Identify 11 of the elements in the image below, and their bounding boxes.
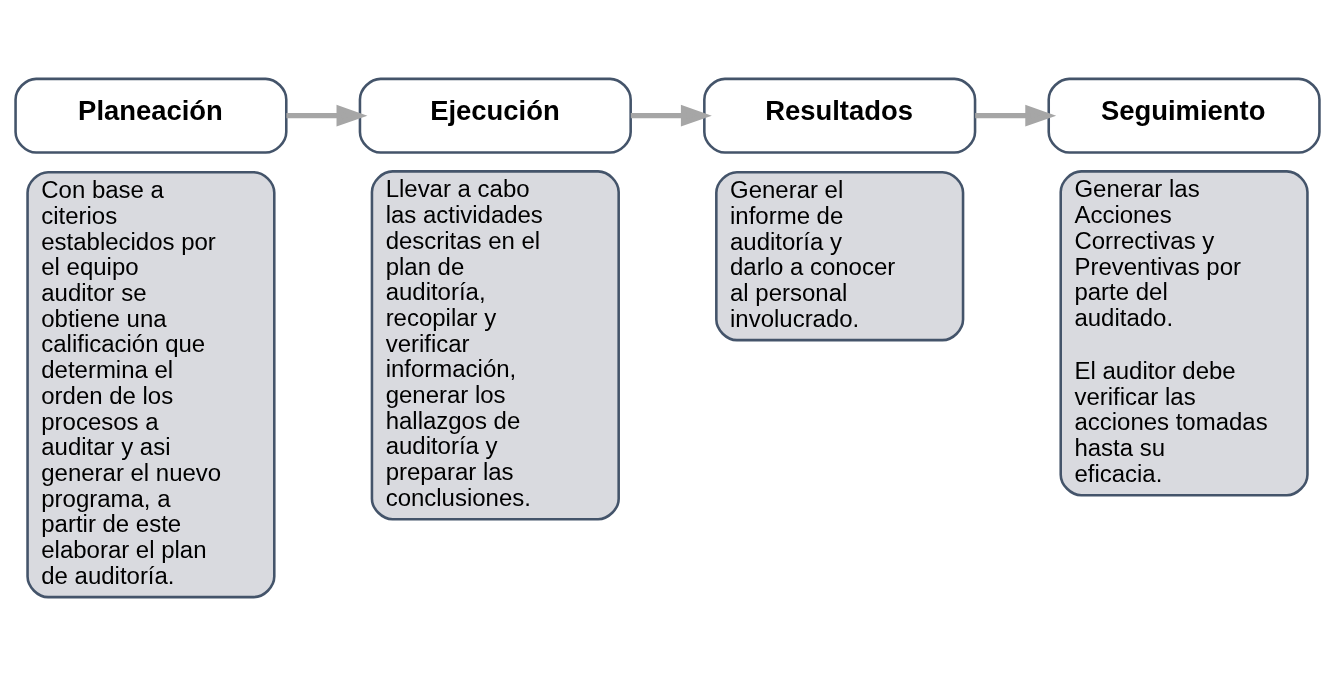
arrow [975, 104, 1057, 126]
node-box: Ejecución [358, 77, 632, 154]
arrow [286, 104, 368, 126]
node-box: Resultados [703, 77, 977, 154]
node-box: Planeación [14, 77, 288, 154]
node-box: Generar el informe de auditoría y darlo a conocer al personal involucrado. [715, 170, 965, 341]
node-box: Seguimiento [1047, 77, 1321, 154]
node-box: Llevar a cabo las actividades descritas en el plan de auditoría, recopilar y verificar información, generar los hallazgos de auditoría y preparar las conclusiones. [370, 169, 620, 520]
arrow [630, 104, 712, 126]
node-box: Generar las Acciones Correctivas y Preventivas por parte del auditado. El auditor debe verificar las acciones tomadas hasta su eficacia. [1059, 169, 1309, 496]
node-box: Con base a citerios establecidos por el equipo auditor se obtiene una calificación que determina el orden de los procesos a auditar y asi generar el nuevo programa, a partir de este elaborar el plan de auditoría. [26, 170, 276, 598]
